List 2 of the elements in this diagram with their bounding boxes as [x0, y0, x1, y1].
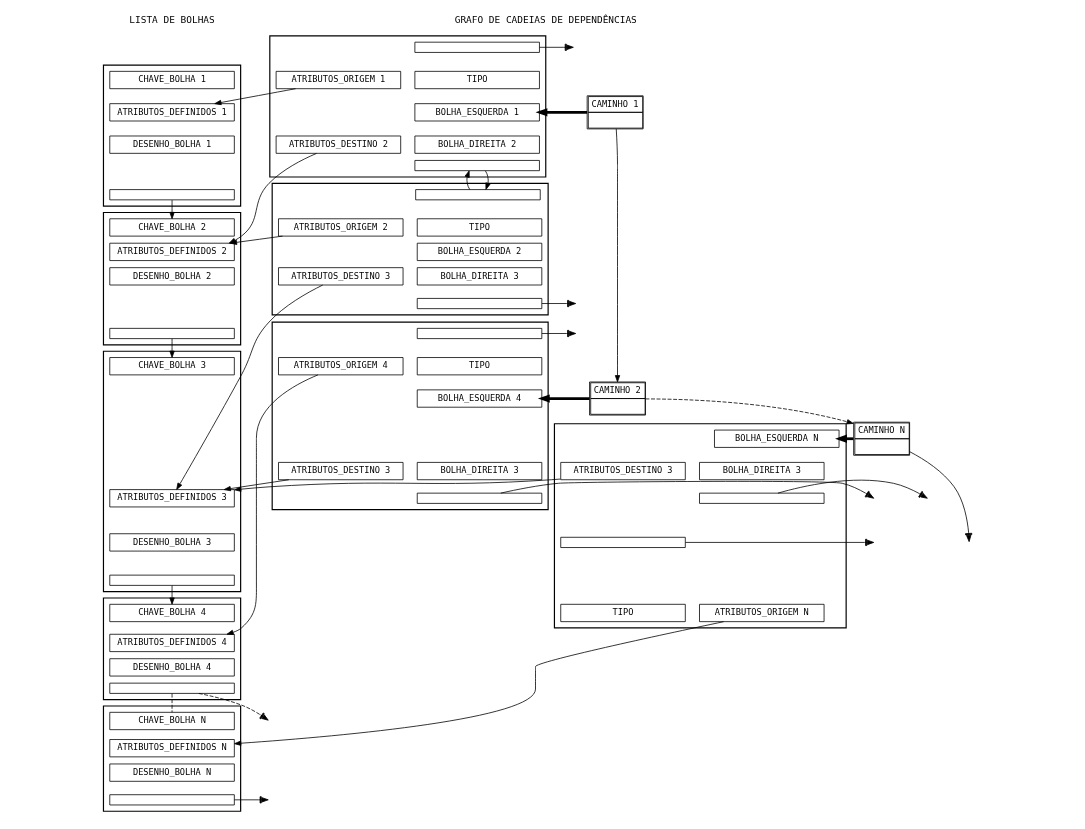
label: GRAFO DE CADEIAS DE DEPENDÊNCIAS: [454, 13, 637, 25]
label: LISTA DE BOLHAS: [128, 13, 215, 25]
